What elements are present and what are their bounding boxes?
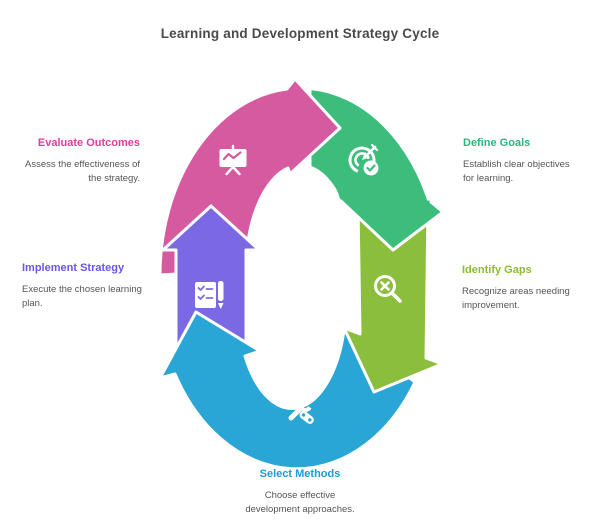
presentation-chart-icon <box>219 144 247 176</box>
step-define-goals: Define Goals Establish clear objectives … <box>463 137 593 186</box>
step-description: Assess the effectiveness of the strategy… <box>25 159 140 184</box>
define-goals-arrowhead <box>337 190 443 250</box>
step-implement-strategy: Implement Strategy Execute the chosen le… <box>22 262 147 311</box>
magnifier-x-icon <box>374 275 402 303</box>
step-select-methods: Select Methods Choose effective developm… <box>0 468 600 517</box>
segment-define-goals-arrow <box>308 87 433 210</box>
step-description: Establish clear objectives for learning. <box>463 159 570 184</box>
segment-implement-strategy-arrow <box>161 204 261 354</box>
step-description: Execute the chosen learning plan. <box>22 284 142 309</box>
tool-handle <box>299 410 314 424</box>
step-label: Select Methods <box>259 468 341 480</box>
segment-identify-gaps-arrow <box>342 203 444 394</box>
step-label: Identify Gaps <box>462 264 532 276</box>
tools-icon <box>288 396 314 424</box>
define-goals-arrowhead-outline <box>339 199 445 252</box>
step-description: Choose effective development approaches. <box>245 490 355 515</box>
step-label: Define Goals <box>463 137 531 149</box>
step-identify-gaps: Identify Gaps Recognize areas needing im… <box>462 264 592 313</box>
step-description: Recognize areas needing improvement. <box>462 286 570 311</box>
step-label: Evaluate Outcomes <box>37 137 140 149</box>
segment-select-methods-arrow <box>158 310 417 471</box>
page-title: Learning and Development Strategy Cycle <box>160 26 440 41</box>
step-evaluate-outcomes: Evaluate Outcomes Assess the effectivene… <box>0 137 140 186</box>
step-label: Implement Strategy <box>22 262 125 274</box>
checklist-pen-icon <box>195 281 224 309</box>
